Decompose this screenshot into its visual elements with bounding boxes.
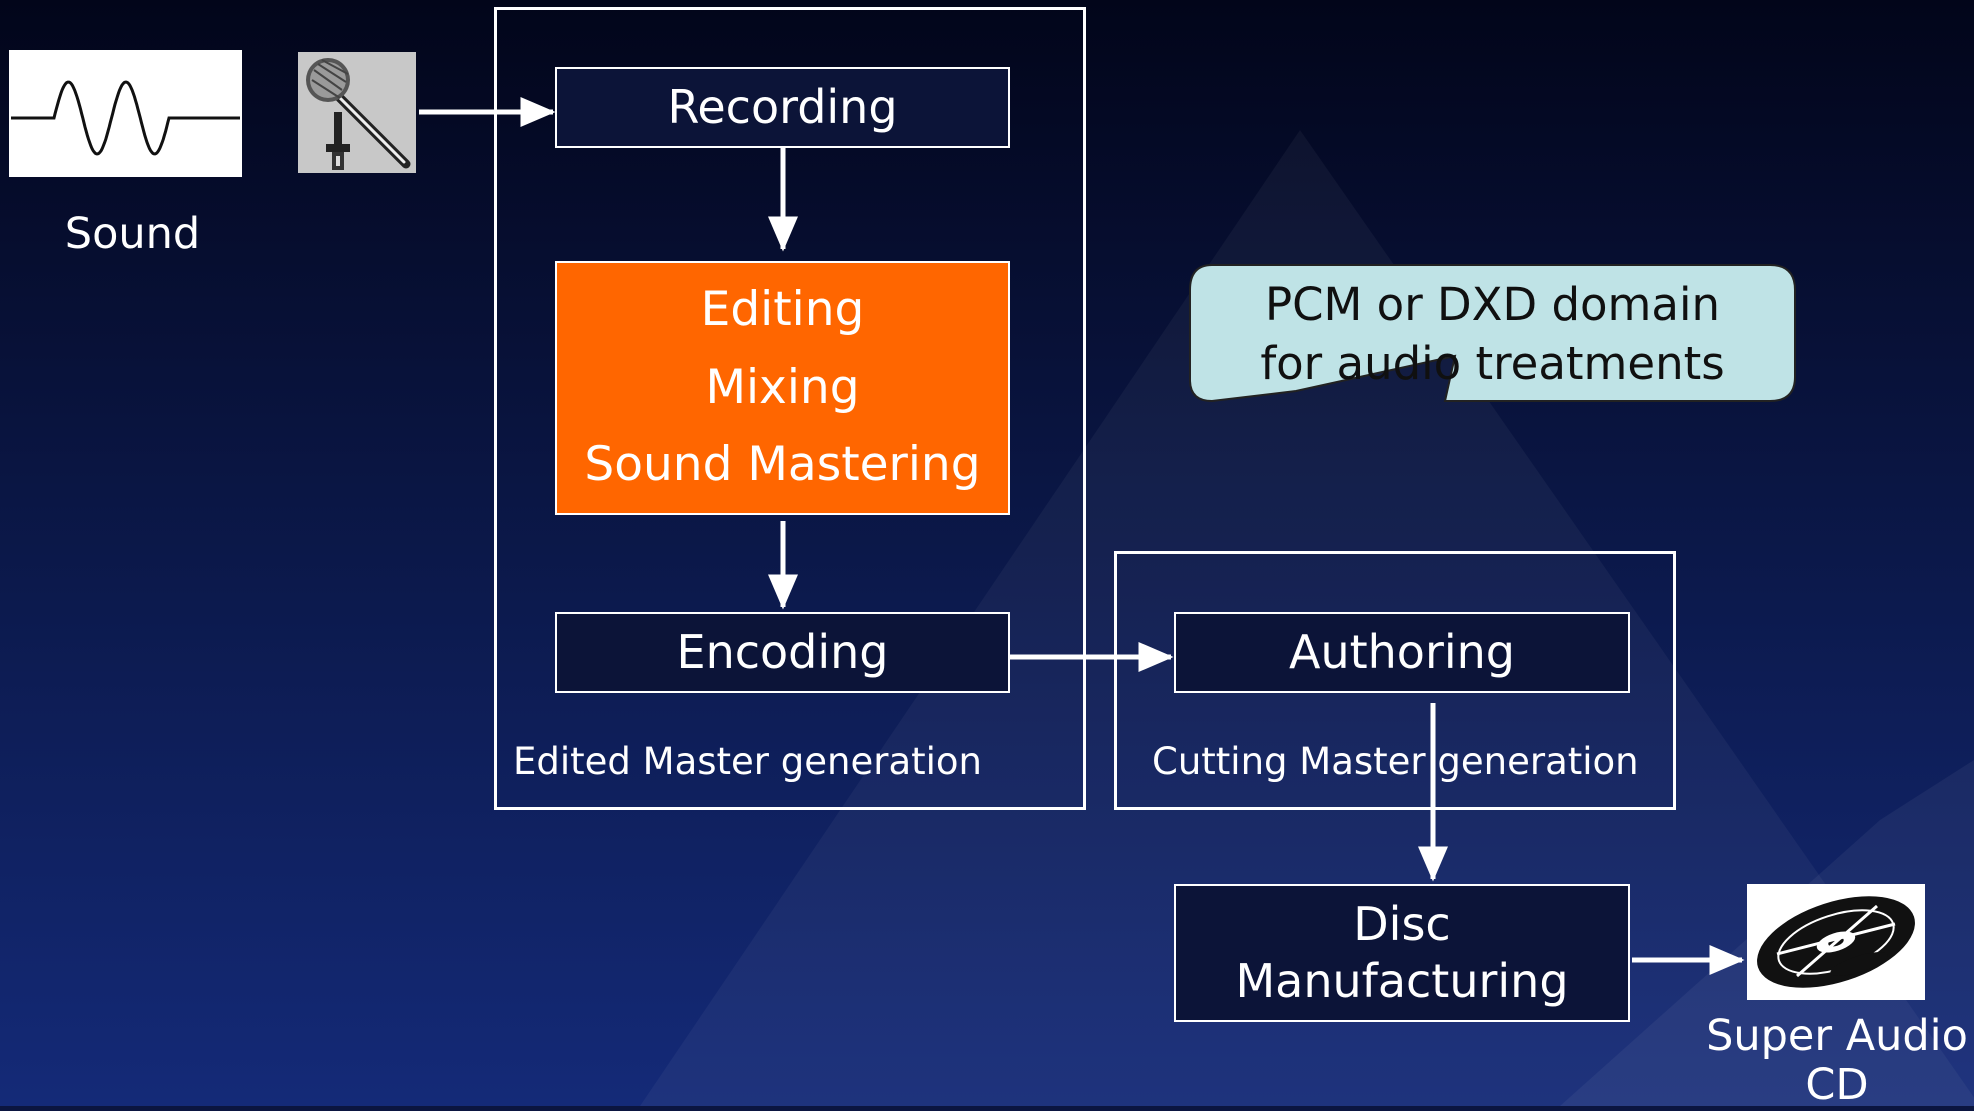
disc-label: Disc	[1353, 896, 1451, 951]
encoding-step: Encoding	[555, 612, 1010, 693]
mixing-label: Mixing	[705, 359, 860, 415]
encoding-label: Encoding	[676, 624, 889, 679]
disc-manufacturing-step: Disc Manufacturing	[1174, 884, 1630, 1022]
sound-wave-icon	[9, 50, 242, 177]
sound-label: Sound	[64, 209, 201, 259]
authoring-step: Authoring	[1174, 612, 1630, 693]
sound-mastering-label: Sound Mastering	[584, 436, 981, 492]
recording-step: Recording	[555, 67, 1010, 148]
cutting-master-frame	[1114, 551, 1676, 810]
microphone-icon	[298, 52, 416, 173]
callout-line-1: PCM or DXD domain	[1265, 278, 1720, 331]
processing-step: Editing Mixing Sound Mastering	[555, 261, 1010, 515]
super-audio-cd-label: Super Audio CD	[1700, 1011, 1974, 1111]
callout-text: PCM or DXD domain for audio treatments	[1190, 276, 1795, 393]
cd-label: CD	[1805, 1060, 1869, 1111]
edited-master-label: Edited Master generation	[513, 740, 983, 783]
cutting-master-label: Cutting Master generation	[1152, 740, 1639, 783]
edited-master-frame	[494, 7, 1086, 810]
manufacturing-label: Manufacturing	[1235, 954, 1569, 1008]
callout-line-2: for audio treatments	[1260, 336, 1725, 390]
editing-label: Editing	[700, 282, 865, 338]
compact-disc-icon	[1747, 884, 1925, 1000]
authoring-label: Authoring	[1288, 624, 1515, 679]
recording-label: Recording	[667, 79, 898, 134]
super-audio-label: Super Audio	[1706, 1011, 1968, 1061]
